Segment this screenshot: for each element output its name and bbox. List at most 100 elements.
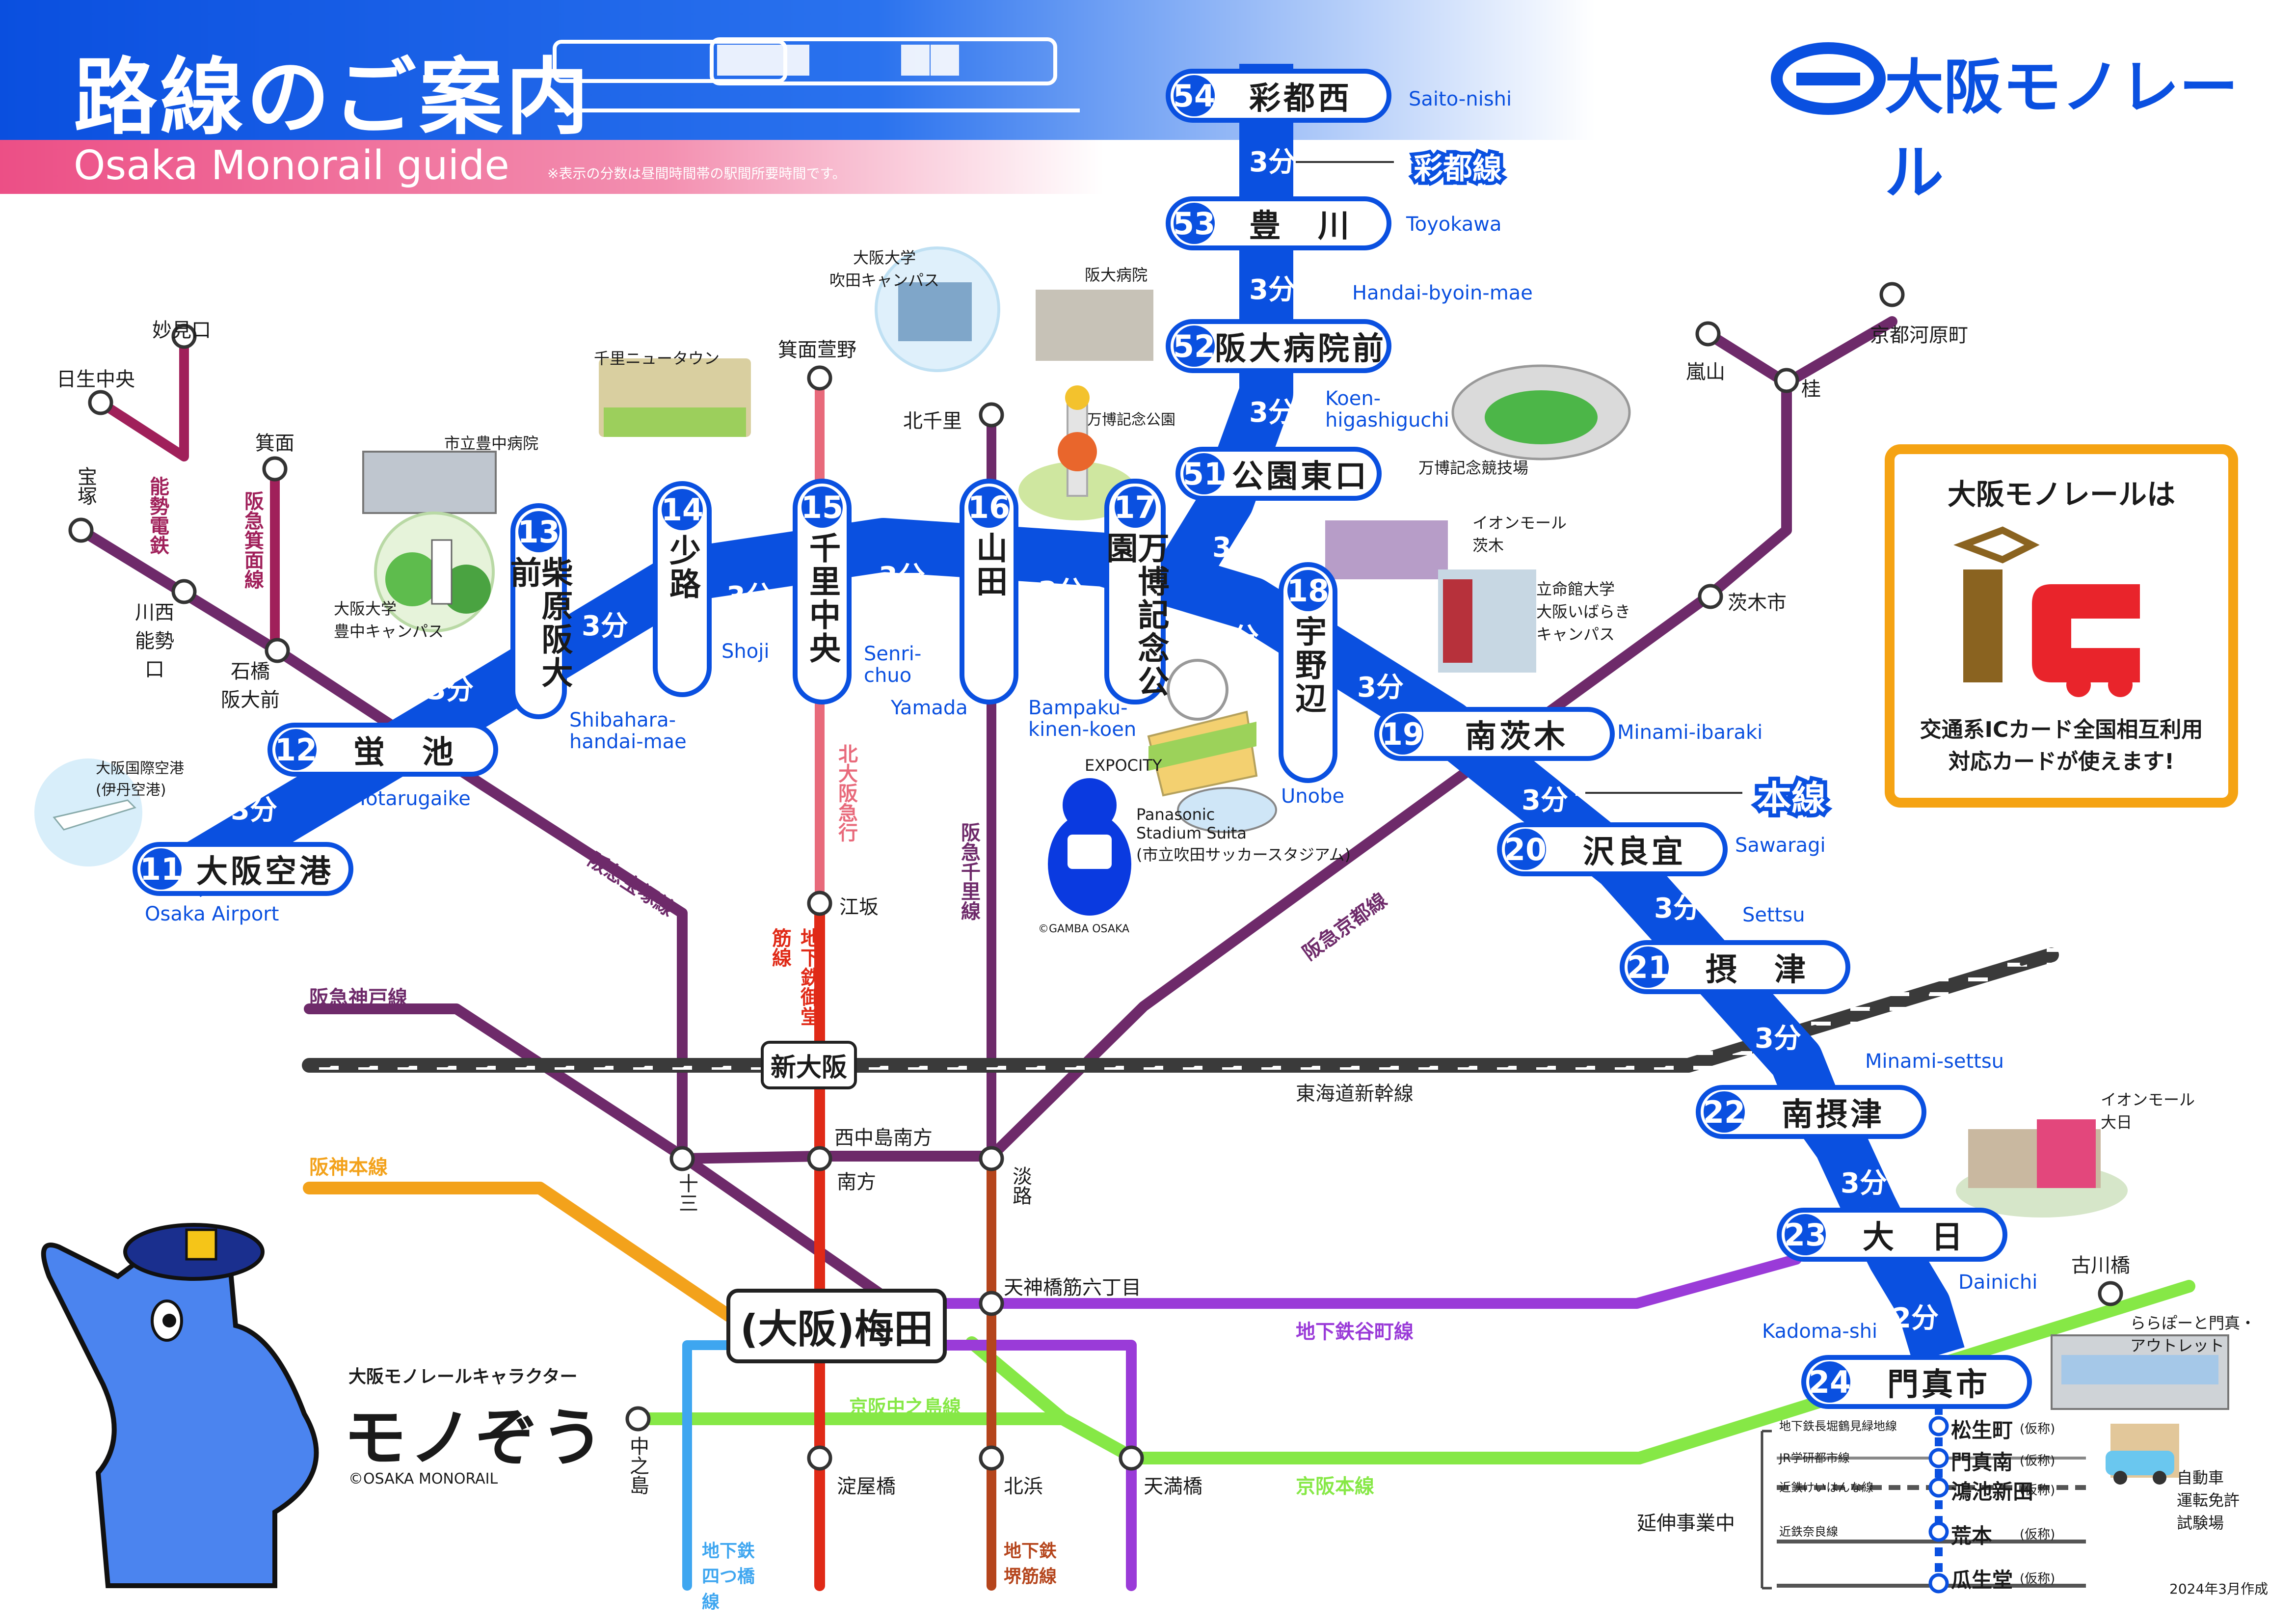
station-number: 11 bbox=[140, 848, 182, 890]
ext-node-konoike[interactable] bbox=[1928, 1477, 1949, 1498]
sta-yodoyabashi: 淀屋橋 bbox=[837, 1475, 896, 1498]
travel-time-label: 3分 bbox=[1249, 274, 1296, 306]
node-katsura[interactable] bbox=[1774, 368, 1799, 393]
panasonic-stadium-illustration bbox=[1177, 787, 1277, 833]
station-name: 沢良宜 bbox=[1583, 834, 1686, 870]
ext-station-tag: (仮称) bbox=[2020, 1422, 2056, 1436]
travel-time-label: 3分 bbox=[1249, 397, 1296, 429]
node-nishinakajima[interactable] bbox=[807, 1146, 832, 1171]
node-awaji[interactable] bbox=[979, 1146, 1004, 1171]
node-hibarigaoka[interactable] bbox=[88, 390, 113, 415]
hankyu-kyoto-arashiyama bbox=[1703, 328, 1792, 388]
brand-logo-icon bbox=[1771, 42, 1886, 115]
toyonaka-hospital-illustration bbox=[362, 451, 497, 514]
station-name: 大阪空港 bbox=[196, 854, 334, 890]
hankyu-kobe-line bbox=[304, 1003, 889, 1301]
node-minoo[interactable] bbox=[262, 456, 288, 482]
node-kawanishi[interactable] bbox=[171, 579, 197, 604]
driving-center-illustration bbox=[2106, 1424, 2179, 1485]
station-en-name: Settsu bbox=[1742, 904, 1805, 926]
station-en-name: Osaka Airport bbox=[145, 903, 279, 925]
station-name: 少路 bbox=[664, 534, 700, 601]
nose-line bbox=[96, 331, 189, 461]
node-esaka[interactable] bbox=[807, 891, 832, 916]
ext-connecting-line: JR学研都市線 bbox=[1779, 1451, 1850, 1465]
sta-kitahama: 北浜 bbox=[1004, 1475, 1043, 1498]
mascot-copyright: ©OSAKA MONORAIL bbox=[348, 1470, 498, 1488]
travel-time-label: 3分 bbox=[427, 674, 474, 706]
handai-hospital-illustration bbox=[1036, 290, 1153, 361]
node-kawaramachi[interactable] bbox=[1879, 282, 1905, 307]
expo-stadium-illustration bbox=[1451, 364, 1631, 460]
label-keihan: 京阪本線 bbox=[1296, 1475, 1374, 1498]
station-11[interactable]: 11 大阪空港 bbox=[133, 842, 353, 896]
travel-time-label: 3分 bbox=[1654, 893, 1701, 924]
label-senri: 阪急千里線 bbox=[958, 822, 980, 920]
station-name: 万博記念公園 bbox=[1101, 532, 1169, 699]
sta-umeda[interactable]: (大阪)梅田 bbox=[726, 1289, 947, 1363]
node-nakanoshima[interactable] bbox=[625, 1406, 651, 1432]
travel-time-label: 2分 bbox=[1892, 1302, 1939, 1334]
extension-section bbox=[1761, 1375, 2086, 1594]
station-number: 16 bbox=[968, 487, 1010, 528]
station-en-name: Handai-byoin-mae bbox=[1352, 282, 1533, 304]
node-temmabashi[interactable] bbox=[1119, 1445, 1144, 1471]
node-takarazuka[interactable] bbox=[68, 517, 94, 543]
lalaport-illustration bbox=[2051, 1334, 2229, 1410]
station-number: 21 bbox=[1627, 947, 1669, 988]
sta-tenroku: 天神橋筋六丁目 bbox=[1004, 1276, 1141, 1299]
brand-name: 大阪モノレール bbox=[1885, 54, 2238, 207]
sta-shin-osaka[interactable]: 新大阪 bbox=[761, 1041, 857, 1089]
node-arashiyama[interactable] bbox=[1695, 321, 1721, 347]
node-kita-senri[interactable] bbox=[979, 402, 1004, 428]
station-number: 23 bbox=[1784, 1214, 1826, 1255]
label-midosuji: 地下鉄御堂筋線 bbox=[769, 928, 820, 1026]
ext-node-matsuo[interactable] bbox=[1928, 1416, 1949, 1436]
ic-line2: 対応カードが使えます! bbox=[1948, 749, 2175, 774]
sta-hibarigaoka: 日生中央 bbox=[56, 368, 135, 391]
ext-node-aramoto[interactable] bbox=[1928, 1521, 1949, 1542]
extension-title: 延伸事業中 bbox=[1637, 1512, 1735, 1535]
station-name: 公園東口 bbox=[1232, 459, 1369, 495]
expocity-illustration bbox=[1147, 659, 1258, 797]
station-en-name: Yamada bbox=[891, 697, 968, 719]
ext-node-uryudo[interactable] bbox=[1928, 1573, 1949, 1594]
station-name: 千里中央 bbox=[804, 532, 840, 665]
label-yotsubashi: 地下鉄四つ橋線 bbox=[702, 1541, 755, 1612]
ext-node-kadomaminami[interactable] bbox=[1928, 1448, 1949, 1468]
station-number: 51 bbox=[1183, 453, 1225, 494]
node-kitahama[interactable] bbox=[979, 1445, 1004, 1471]
node-ishibashi[interactable] bbox=[265, 638, 290, 663]
ext-station-name: 瓜生堂 bbox=[1951, 1568, 2013, 1592]
node-furukawabashi[interactable] bbox=[2098, 1281, 2123, 1306]
node-ibarakishi[interactable] bbox=[1698, 584, 1723, 609]
node-yodoyabashi[interactable] bbox=[807, 1445, 832, 1471]
lm-toyonaka-hosp: 市立豊中病院 bbox=[444, 434, 539, 453]
sta-furukawabashi: 古川橋 bbox=[2071, 1254, 2130, 1277]
station-en-name: Toyokawa bbox=[1406, 213, 1502, 236]
station-name: 彩都西 bbox=[1249, 81, 1352, 117]
node-myokenguchi[interactable] bbox=[171, 324, 197, 349]
ext-station-name: 鴻池新田 bbox=[1951, 1480, 2034, 1504]
node-minoo-kayano[interactable] bbox=[807, 365, 832, 391]
lm-handai-toyonaka: 大阪大学 豊中キャンパス bbox=[334, 599, 444, 641]
node-juso[interactable] bbox=[669, 1146, 695, 1171]
node-tenroku[interactable] bbox=[979, 1291, 1004, 1316]
